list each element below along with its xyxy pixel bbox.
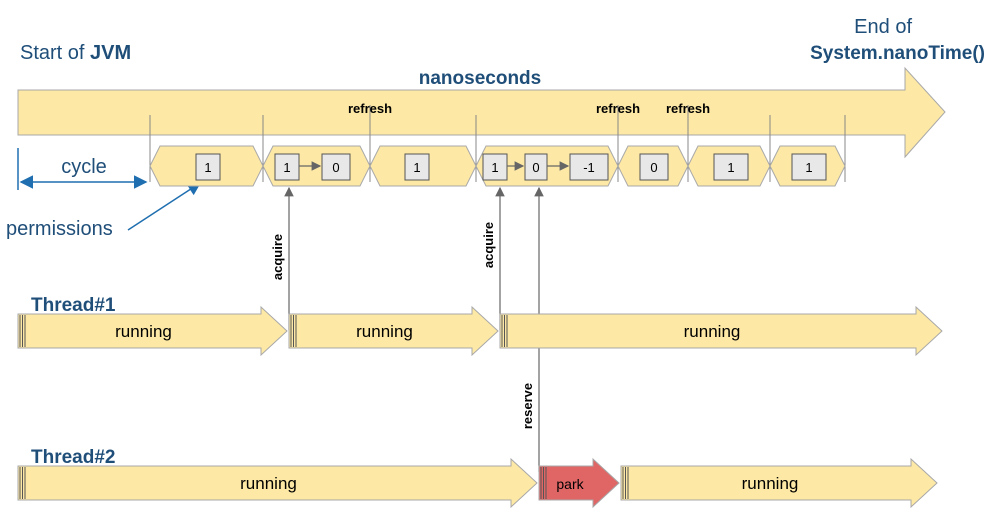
segment-arrow bbox=[288, 305, 499, 357]
acquire-label-2: acquire bbox=[481, 222, 496, 268]
cycle-3: 1 bbox=[369, 145, 477, 187]
segment-label: running bbox=[742, 474, 799, 493]
thread2-segment-park: park bbox=[538, 457, 620, 509]
threads-layer: running running running running park running bbox=[17, 305, 943, 509]
permission-cell bbox=[639, 153, 669, 181]
segment-arrow bbox=[499, 305, 943, 357]
segment-arrow bbox=[538, 457, 620, 509]
segment-label: running bbox=[115, 322, 172, 341]
permission-cell bbox=[482, 153, 508, 181]
thread1-label: Thread#1 bbox=[31, 295, 116, 316]
acquire-label-1: acquire bbox=[270, 234, 285, 280]
permission-value: 1 bbox=[413, 160, 420, 175]
segment-arrow bbox=[17, 305, 288, 357]
permission-cell bbox=[195, 153, 221, 181]
segment-arrow bbox=[620, 457, 938, 509]
thread1-segment-1: running bbox=[17, 305, 288, 357]
permission-cell bbox=[791, 153, 827, 181]
permission-cell bbox=[569, 153, 609, 181]
thread1-segment-3: running bbox=[499, 305, 943, 357]
cycle-ticks bbox=[149, 105, 846, 182]
permission-value: -1 bbox=[583, 160, 595, 175]
segment-arrow bbox=[17, 457, 538, 509]
nanotime-label: System.nanoTime() bbox=[810, 43, 985, 64]
permission-cell bbox=[404, 153, 430, 181]
thread2-label: Thread#2 bbox=[31, 447, 115, 468]
permission-value: 1 bbox=[727, 160, 734, 175]
permission-value: 1 bbox=[204, 160, 211, 175]
permissions-label: permissions bbox=[6, 218, 113, 240]
permission-cell bbox=[321, 153, 351, 181]
segment-label: park bbox=[556, 476, 584, 492]
permission-value: 0 bbox=[532, 160, 539, 175]
segment-label: running bbox=[240, 474, 297, 493]
timeline-arrow bbox=[17, 66, 946, 159]
reserve-label: reserve bbox=[520, 383, 535, 429]
cycle-7: 1 bbox=[769, 145, 846, 187]
nanoseconds-label: nanoseconds bbox=[419, 68, 541, 89]
thread2-segment-3: running bbox=[620, 457, 938, 509]
permission-value: 1 bbox=[805, 160, 812, 175]
start-of-jvm-label: Start of JVM bbox=[20, 42, 131, 64]
permission-value: 1 bbox=[283, 160, 290, 175]
thread1-segment-2: running bbox=[288, 305, 499, 357]
cycle-4: 1 0 -1 bbox=[475, 145, 619, 187]
cycle-label: cycle bbox=[61, 156, 107, 178]
thread2-segment-1: running bbox=[17, 457, 538, 509]
segment-label: running bbox=[684, 322, 741, 341]
cycle-6: 1 bbox=[687, 145, 771, 187]
permission-value: 0 bbox=[650, 160, 657, 175]
permission-cell bbox=[274, 153, 300, 181]
segment-label: running bbox=[356, 322, 413, 341]
permission-cell bbox=[713, 153, 749, 181]
cycle-5: 0 bbox=[617, 145, 689, 187]
end-of-label: End of bbox=[854, 16, 912, 38]
permissions-pointer bbox=[127, 182, 202, 231]
refresh-label-1: refresh bbox=[348, 101, 392, 116]
refresh-label-3: refresh bbox=[666, 101, 710, 116]
cycle-1: 1 bbox=[149, 145, 264, 187]
permission-value: 0 bbox=[332, 160, 339, 175]
permission-cell bbox=[524, 153, 548, 181]
refresh-label-2: refresh bbox=[596, 101, 640, 116]
permission-value: 1 bbox=[491, 160, 498, 175]
